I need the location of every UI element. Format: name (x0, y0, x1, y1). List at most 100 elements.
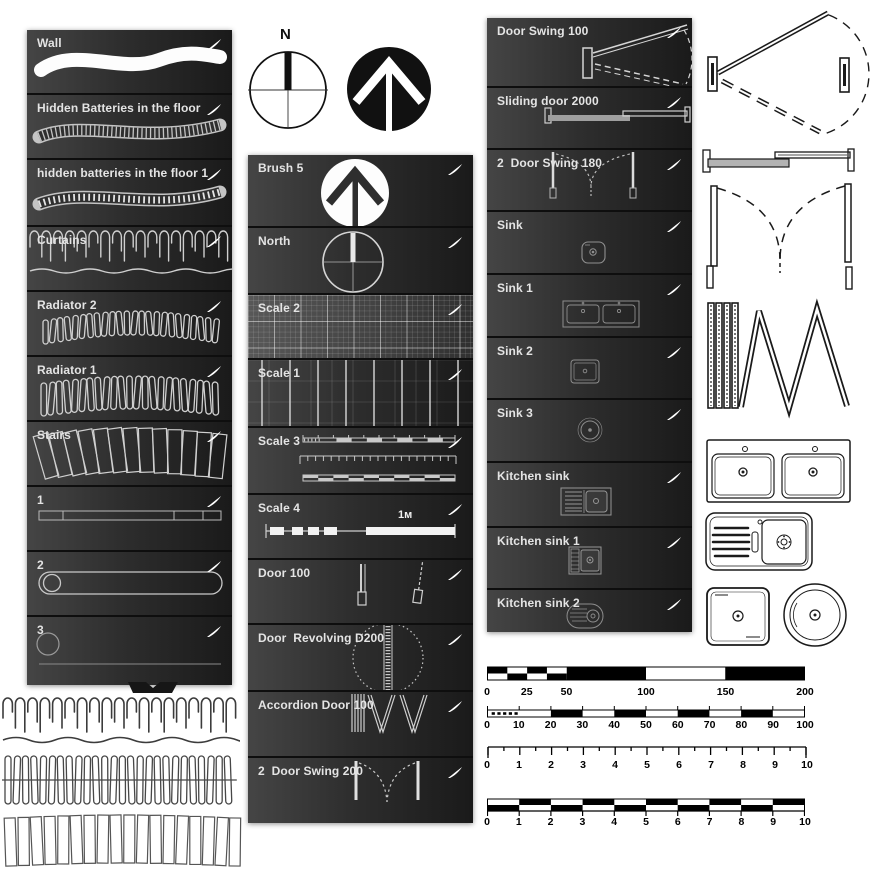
radiator-pattern-stamp (2, 755, 237, 805)
brush-item-hidden-batteries[interactable]: Hidden Batteries in the floor (27, 95, 232, 160)
brush-item-brush-5[interactable]: Brush 5 (248, 155, 473, 228)
scalebar-label: 8 (738, 816, 745, 828)
brush-label: Sink 2 (497, 344, 533, 358)
pen-stroke-icon (207, 104, 221, 115)
ruler-label: 3 (580, 759, 586, 771)
scalebar-label: 20 (544, 719, 557, 731)
pen-stroke-icon (207, 236, 221, 247)
sink-3-glyph (577, 417, 603, 443)
kitchen-sink-1-glyph (568, 546, 602, 575)
brush-item-door-revolving-d200[interactable]: Door Revolving D200 (248, 625, 473, 692)
curtain-pattern-stamp (2, 697, 240, 744)
pen-stroke-icon (448, 767, 462, 778)
door-swing-stamp (707, 10, 870, 135)
brush-item-radiator-2[interactable]: Radiator 2 (27, 292, 232, 357)
brush-item-2-door-swing-180[interactable]: 2 Door Swing 180 (487, 150, 692, 212)
scalebar-label: 50 (560, 686, 573, 698)
scalebar-label: 5 (643, 816, 649, 828)
scalebar-0-10: 0 1 2 3 4 5 6 7 8 9 10 (484, 798, 811, 828)
brush-item-door-100[interactable]: Door 100 (248, 560, 473, 625)
scalebar-label: 7 (706, 816, 713, 828)
scalebar-label: 1 (515, 816, 522, 828)
kitchen-sink-2-glyph (566, 603, 604, 629)
brush-item-accordion-door-100[interactable]: Accordion Door 100 (248, 692, 473, 758)
ruler-label: 0 (484, 759, 490, 771)
brush-label: Accordion Door 100 (258, 698, 374, 712)
brush-item-stairs[interactable]: Stairs (27, 422, 232, 487)
brush-label: Scale 3 (258, 434, 301, 448)
ruler-label: 7 (708, 759, 714, 771)
mini-rulers-glyph (299, 435, 457, 482)
ruler-0-10-ticks (487, 746, 807, 758)
sliding-door-glyph (544, 106, 691, 124)
brush-label: 3 (37, 623, 44, 637)
pill-outline-glyph (38, 571, 223, 595)
brush-item-door-swing-100[interactable]: Door Swing 100 (487, 18, 692, 88)
ruler-label: 9 (772, 759, 778, 771)
brush-item-2[interactable]: 2 (27, 552, 232, 617)
pen-stroke-icon (448, 304, 462, 315)
brush-item-scale-4[interactable]: Scale 4 1м (248, 495, 473, 560)
scale-bar-glyph (265, 524, 456, 538)
brush-label: 2 (37, 558, 44, 572)
accordion-door-glyph (351, 694, 428, 734)
pen-stroke-icon (448, 569, 462, 580)
brush-item-curtains[interactable]: Curtains (27, 227, 232, 292)
brush-label: Scale 2 (258, 301, 301, 315)
brush-item-scale-3[interactable]: Scale 3 (248, 428, 473, 495)
scale-unit-label: 1м (398, 509, 413, 521)
pen-stroke-icon (448, 701, 462, 712)
brush-item-wall[interactable]: Wall (27, 30, 232, 95)
scalebar-0-200: 0 25 50 100 150 200 (484, 666, 814, 698)
brush-label: 2 Door Swing 180 (497, 156, 603, 170)
ruler-label: 10 (801, 759, 813, 771)
brush-label: Curtains (37, 233, 87, 247)
brush-label: Door Swing 100 (497, 24, 589, 38)
pen-stroke-icon (207, 496, 221, 507)
brush-label: 1 (37, 493, 44, 507)
scalebar-label: 9 (770, 816, 777, 828)
brush-item-hidden-batteries-1[interactable]: hidden batteries in the floor 1 (27, 160, 232, 227)
brush-item-north[interactable]: North (248, 228, 473, 295)
circle-line-glyph (36, 632, 221, 665)
scalebar-label: 0 (484, 816, 490, 828)
brush-label: Sink 1 (497, 281, 533, 295)
ruler-0-10: 0 1 2 3 4 5 6 7 8 9 10 (484, 745, 813, 771)
brush-item-radiator-1[interactable]: Radiator 1 (27, 357, 232, 422)
brush-item-scale-1[interactable]: Scale 1 (248, 360, 473, 428)
scalebar-label: 10 (799, 816, 811, 828)
brush-label: Hidden Batteries in the floor (37, 101, 201, 115)
scalebar-label: 0 (484, 686, 490, 698)
pen-stroke-icon (448, 437, 462, 448)
brush-label: Sliding door 2000 (497, 94, 599, 108)
brush-item-3[interactable]: 3 (27, 617, 232, 685)
brush-item-sink-3[interactable]: Sink 3 (487, 400, 692, 463)
brush-item-sink[interactable]: Sink (487, 212, 692, 275)
brush-item-1[interactable]: 1 (27, 487, 232, 552)
pen-stroke-icon (667, 409, 681, 420)
brush-label: Scale 1 (258, 366, 301, 380)
brush-item-sink-1[interactable]: Sink 1 (487, 275, 692, 338)
scalebar-label: 60 (671, 719, 684, 731)
scalebar-label: 10 (512, 719, 525, 731)
sliding-door-stamp (702, 148, 855, 173)
brush-item-sink-2[interactable]: Sink 2 (487, 338, 692, 400)
pen-stroke-icon (667, 599, 681, 610)
scalebar-label: 25 (520, 686, 533, 698)
scalebar-label: 200 (796, 686, 814, 698)
sink-2-glyph (570, 359, 600, 384)
pen-stroke-icon (207, 626, 221, 637)
square-sink-stamp (706, 587, 770, 646)
brush-item-kitchen-sink[interactable]: Kitchen sink (487, 463, 692, 528)
brush-item-scale-2[interactable]: Scale 2 (248, 295, 473, 360)
brush-item-2-door-swing-200[interactable]: 2 Door Swing 200 (248, 758, 473, 823)
ruler-label: 4 (612, 759, 618, 771)
brush-item-kitchen-sink-2[interactable]: Kitchen sink 2 (487, 590, 692, 632)
brush-item-sliding-door-2000[interactable]: Sliding door 2000 (487, 88, 692, 150)
pen-stroke-icon (448, 634, 462, 645)
double-swing-180-glyph (549, 152, 637, 199)
pen-stroke-icon (207, 39, 221, 50)
arrow-stamp-fragment (128, 682, 178, 693)
scalebar-label: 40 (608, 719, 621, 731)
brush-item-kitchen-sink-1[interactable]: Kitchen sink 1 (487, 528, 692, 590)
